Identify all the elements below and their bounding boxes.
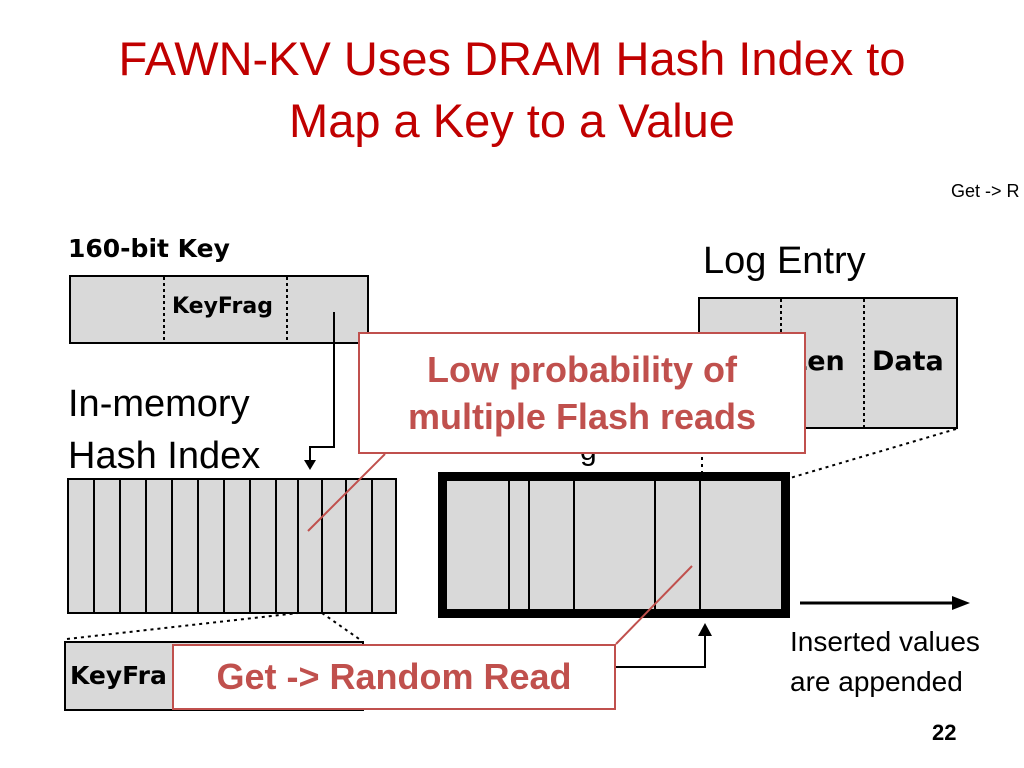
flash-reads-callout: Low probability of multiple Flash reads [358, 332, 806, 454]
data-log [438, 472, 790, 618]
flash-reads-line-2: multiple Flash reads [407, 396, 757, 437]
index-to-bucket-dotted [321, 612, 363, 642]
inserted-line-1: Inserted values [790, 626, 980, 657]
log-entry-label: Log Entry [703, 240, 866, 282]
key-to-index-arrowhead [304, 460, 316, 470]
random-read-callout-pointer [615, 565, 693, 645]
log-entry-data: Data [872, 346, 944, 377]
flash-reads-line-1: Low probability of [427, 349, 737, 390]
append-arrowhead [952, 596, 970, 610]
hash-index-table [67, 478, 397, 614]
keyfrag-label: KeyFrag [172, 294, 273, 319]
bucket-keyfrag-label: KeyFra [70, 661, 167, 690]
title-line-2: Map a Key to a Value [289, 94, 735, 147]
key-label: 160-bit Key [68, 234, 230, 263]
title-line-1: FAWN-KV Uses DRAM Hash Index to [118, 32, 906, 85]
bucket-to-log-arrowhead [698, 623, 712, 636]
hash-index-label: In-memory Hash Index [68, 378, 260, 482]
inserted-line-2: are appended [790, 666, 963, 697]
hash-index-slots [93, 479, 373, 613]
key-to-index-arrow [309, 312, 335, 463]
random-read-text: Get -> Random Read [216, 656, 572, 697]
inserted-values-label: Inserted values are appended [790, 622, 980, 702]
hash-index-line-2: Hash Index [68, 435, 261, 477]
slide-title: FAWN-KV Uses DRAM Hash Index to Map a Ke… [0, 28, 1024, 152]
key-box [69, 275, 369, 344]
data-log-entries [508, 481, 701, 609]
page-number: 22 [932, 720, 957, 745]
log-to-entry-dotted [789, 428, 957, 479]
random-read-callout: Get -> Random Read [172, 644, 616, 710]
data-log-selected-entry [657, 482, 699, 608]
corner-clipped-text: Get -> R [951, 181, 1020, 201]
flash-callout-pointer [307, 453, 386, 532]
index-to-bucket-dotted [66, 612, 299, 640]
hash-index-line-1: In-memory [68, 383, 250, 425]
